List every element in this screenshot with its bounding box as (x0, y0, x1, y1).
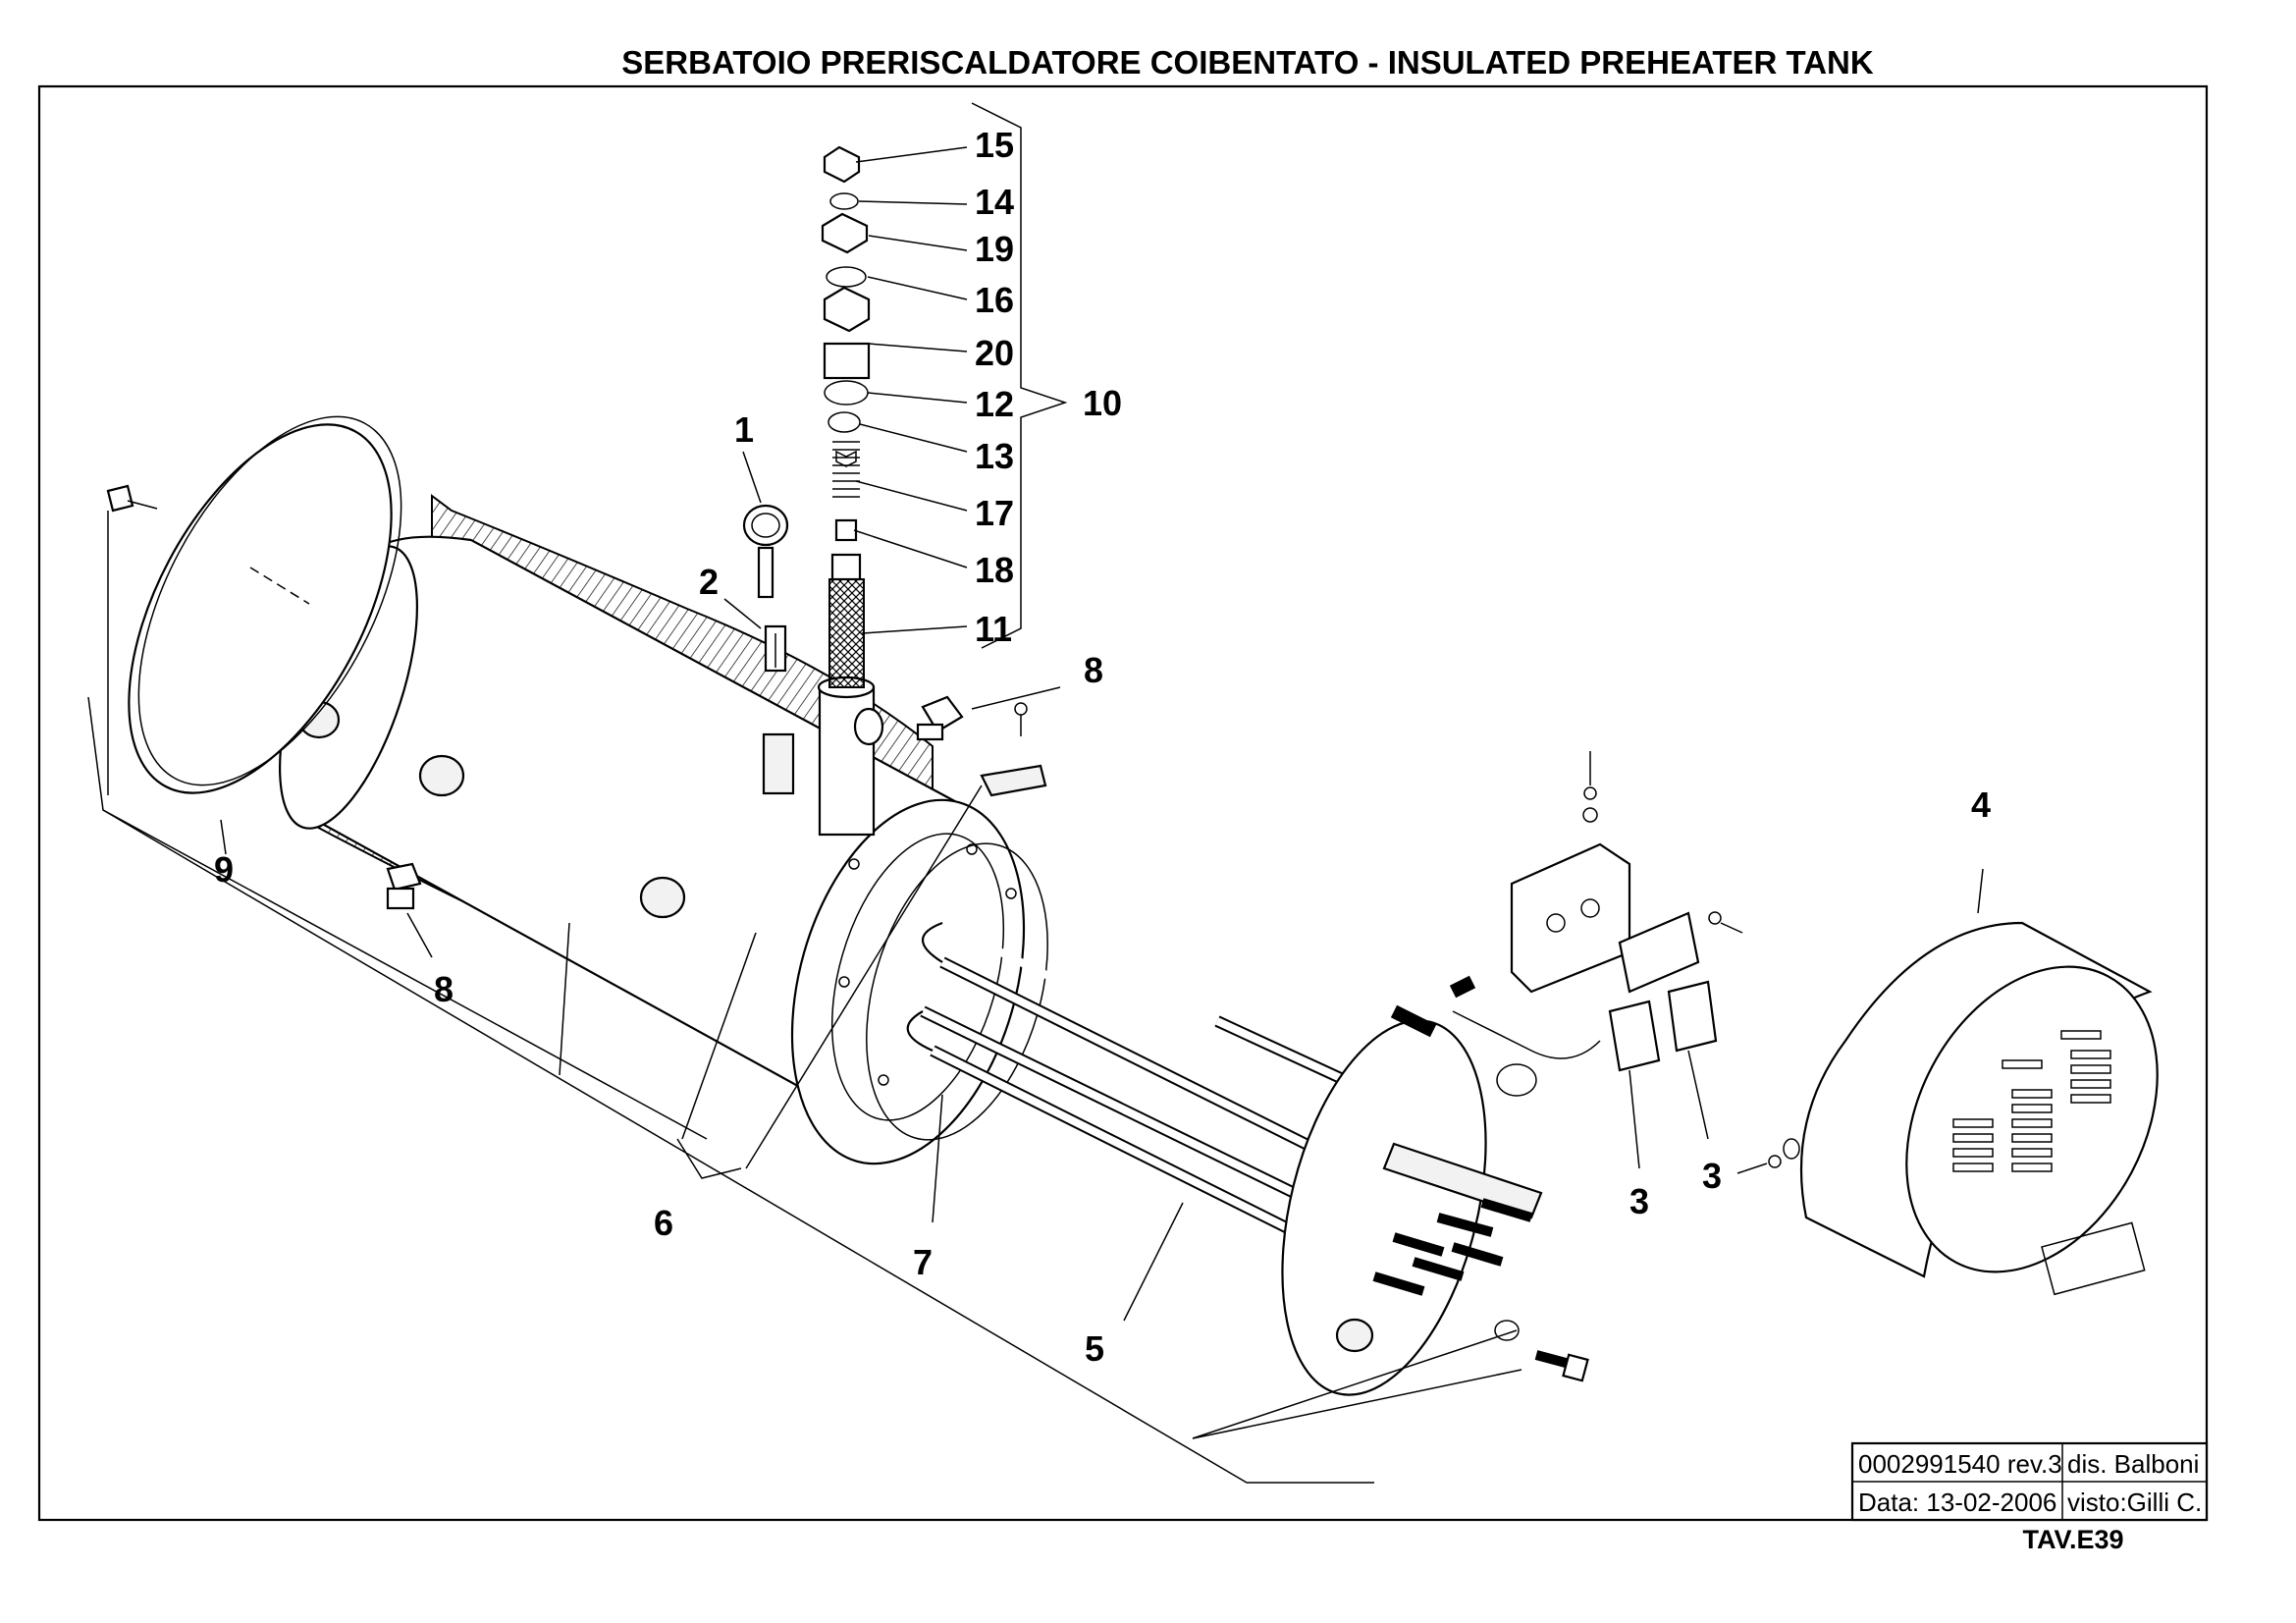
thermometer (742, 504, 789, 599)
callout-5: 5 (1085, 1328, 1104, 1369)
title-block: 0002991540 rev.3 dis. Balboni Data: 13-0… (1850, 1441, 2209, 1554)
table-id: TAV.E39 (2022, 1525, 2123, 1554)
callout-17: 17 (975, 493, 1014, 533)
callout-15: 15 (975, 125, 1014, 165)
plug-fittings (386, 695, 1589, 1382)
cover-vent-slots (1952, 1030, 2111, 1172)
end-cover (106, 415, 402, 794)
callout-3-right: 3 (1702, 1156, 1722, 1196)
heating-element (906, 919, 1543, 1396)
callout-11: 11 (975, 609, 1012, 649)
riser-assembly (817, 145, 884, 837)
checked-by: visto:Gilli C. (2067, 1488, 2202, 1517)
callout-8-lower: 8 (434, 969, 454, 1009)
thermostat-assembly (1390, 751, 1800, 1174)
rear-cover (1799, 921, 2159, 1296)
callout-8-upper: 8 (1084, 650, 1103, 690)
callout-20: 20 (975, 333, 1014, 373)
callout-19: 19 (975, 229, 1014, 269)
callout-1: 1 (734, 409, 754, 450)
thermometer-pocket (764, 624, 787, 673)
drawing-frame (37, 84, 2209, 1522)
callout-4: 4 (1971, 784, 1991, 825)
callout-10: 10 (1083, 383, 1122, 423)
callout-7: 7 (913, 1242, 933, 1282)
callout-18: 18 (975, 550, 1014, 590)
callout-13: 13 (975, 436, 1014, 476)
callout-2: 2 (699, 562, 719, 602)
tank-body (279, 535, 964, 1092)
callout-12: 12 (975, 384, 1014, 424)
drawing-date: Data: 13-02-2006 (1858, 1488, 2056, 1517)
leader-lines (87, 102, 1984, 1484)
callout-3-left: 3 (1629, 1181, 1649, 1221)
callout-labels: 15 14 19 16 20 12 13 17 18 11 10 1 2 8 8… (214, 125, 1991, 1369)
callout-6: 6 (654, 1203, 673, 1243)
drawing-code: 0002991540 rev.3 (1858, 1449, 2062, 1479)
callout-14: 14 (975, 182, 1014, 222)
drawn-by: dis. Balboni (2067, 1449, 2199, 1479)
callout-16: 16 (975, 280, 1014, 320)
drawing-title: SERBATOIO PRERISCALDATORE COIBENTATO - I… (621, 44, 1874, 81)
callout-9: 9 (214, 849, 234, 890)
